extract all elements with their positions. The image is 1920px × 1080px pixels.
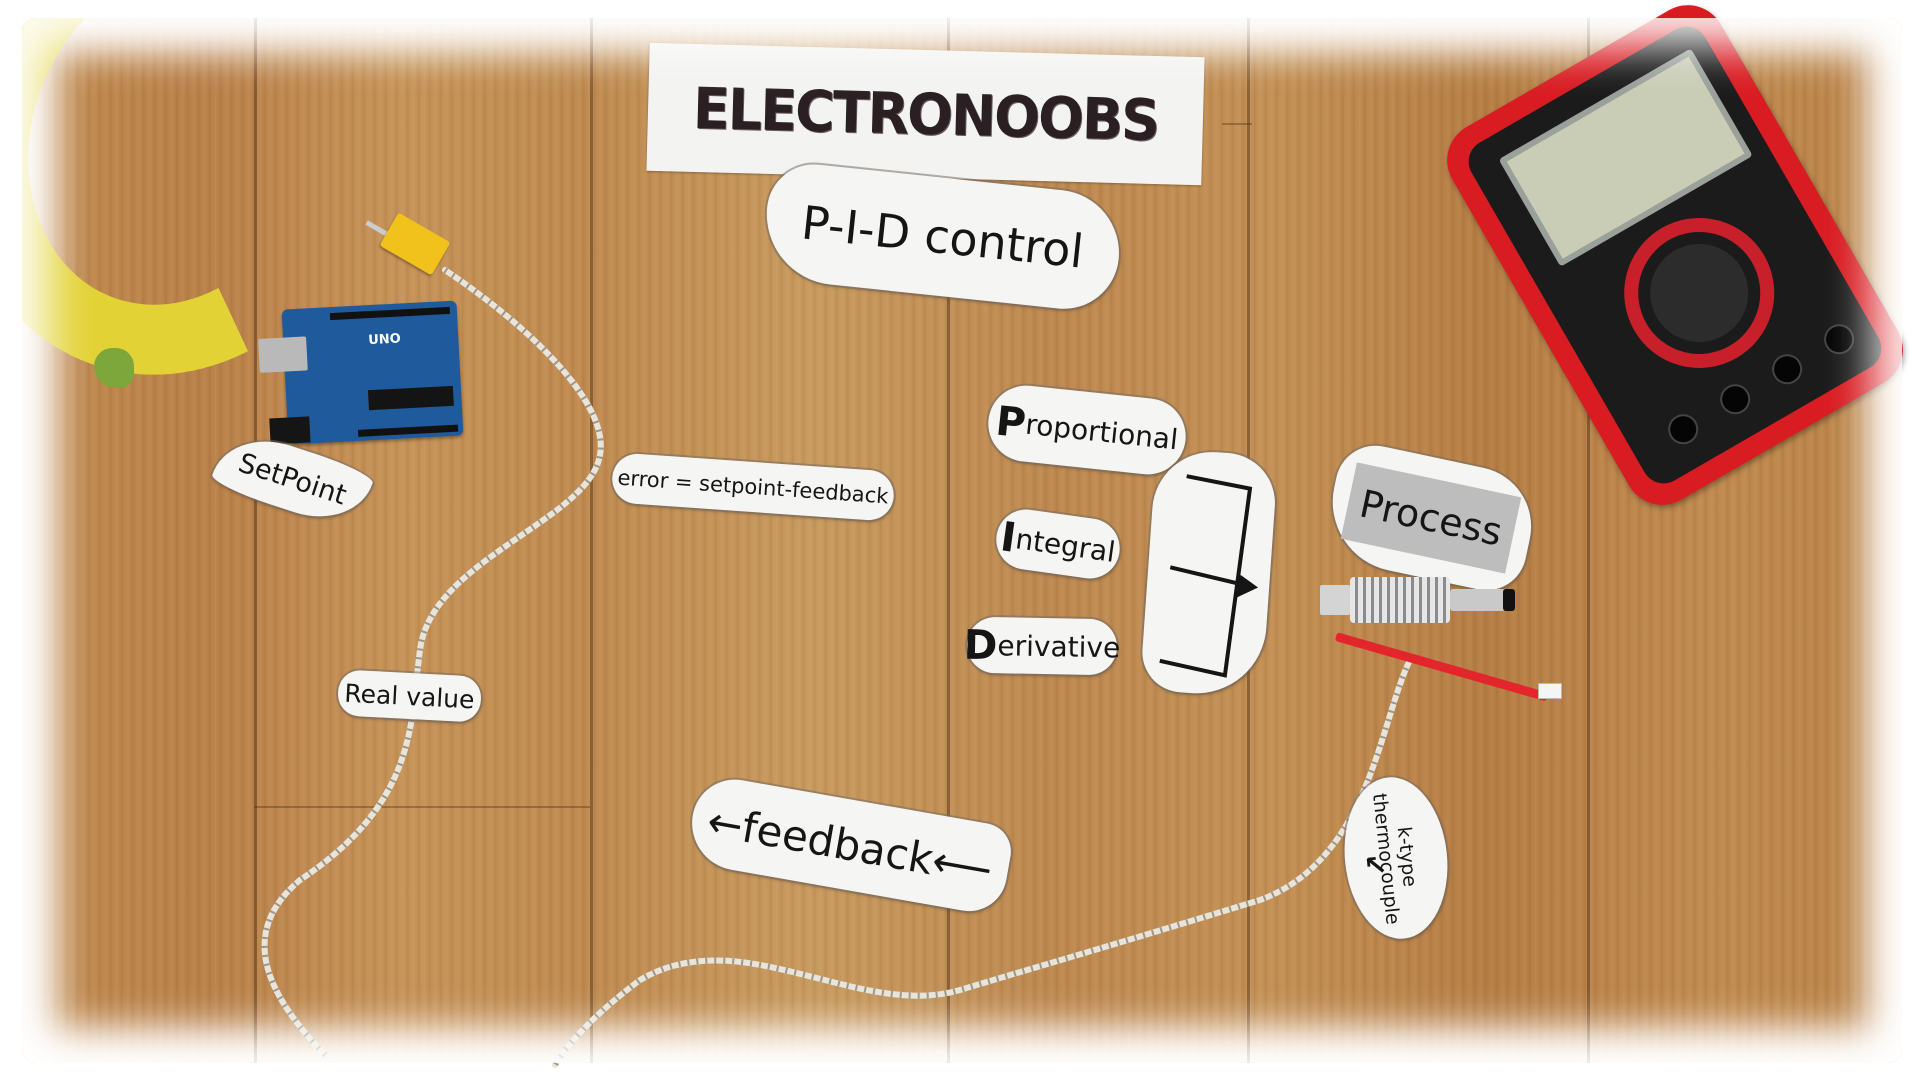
heatsink — [1350, 577, 1450, 623]
usb-port — [258, 336, 308, 373]
pin-header — [329, 306, 451, 321]
error-text: error = setpoint-feedback — [616, 465, 890, 509]
multimeter-port — [1766, 348, 1808, 390]
real-value-text: Real value — [343, 678, 476, 714]
derivative-text: erivative — [997, 628, 1121, 664]
banana-tip — [94, 348, 134, 388]
multimeter-port — [1818, 318, 1860, 360]
summing-junction-label — [1139, 448, 1279, 698]
title-text: P-I-D control — [798, 195, 1087, 279]
electronoobs-logo-sticker: ELECTRONOOBS — [646, 42, 1205, 186]
arduino-board: UNO — [258, 300, 464, 445]
bowden-coupler — [1503, 589, 1515, 611]
heatbreak — [1450, 589, 1505, 611]
multimeter-port — [1714, 378, 1756, 420]
arduino-logo: UNO — [367, 331, 402, 349]
thermocouple-arrow-icon: ↖ — [1362, 848, 1389, 884]
floor-seam — [1222, 123, 1252, 125]
heater-plug — [1538, 683, 1562, 699]
pin-header — [357, 424, 459, 437]
derivative-initial: D — [963, 620, 998, 670]
summing-bracket-icon — [1159, 474, 1259, 678]
real-value-label: Real value — [336, 669, 483, 723]
process-inner: Process — [1340, 462, 1522, 574]
microcontroller-chip — [367, 385, 454, 411]
integral-text: ntegral — [1013, 521, 1118, 569]
floor-seam — [1587, 18, 1590, 1063]
floor-seam — [254, 18, 257, 1063]
power-jack — [269, 416, 311, 445]
heater-block — [1320, 585, 1350, 615]
floor-seam — [590, 18, 593, 1063]
logo-text: ELECTRONOOBS — [692, 74, 1159, 154]
floor-seam — [254, 806, 590, 808]
multimeter-port — [1662, 408, 1704, 450]
process-text: Process — [1355, 481, 1507, 555]
floor-seam — [947, 18, 950, 1063]
